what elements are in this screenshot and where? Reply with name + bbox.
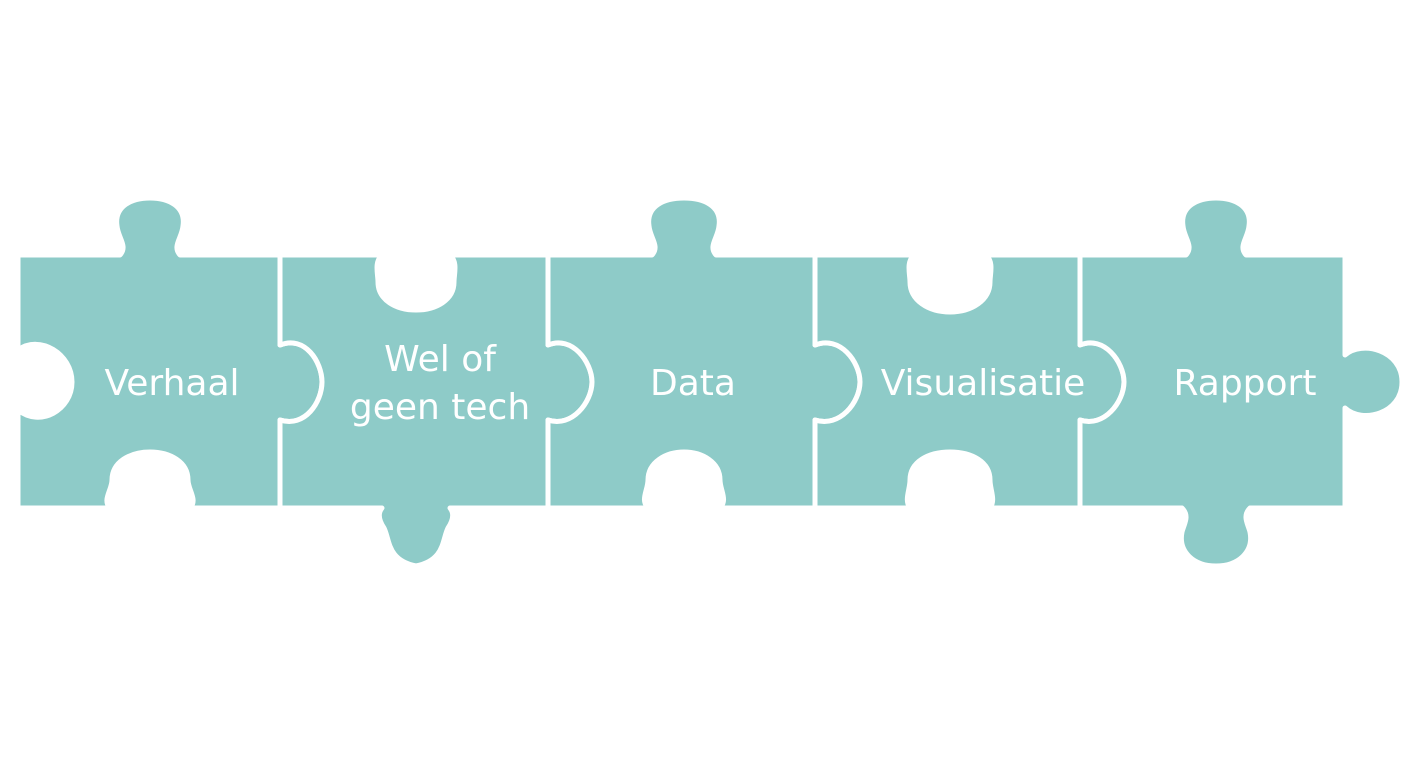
label-rapport: Rapport xyxy=(1174,363,1317,404)
label-visualisatie: Visualisatie xyxy=(881,363,1086,404)
piece-labels: Verhaal Wel of geen tech Data Visualisat… xyxy=(104,339,1316,428)
label-data: Data xyxy=(650,363,736,404)
label-wel-of-geen-tech-line2: geen tech xyxy=(350,387,530,428)
puzzle-piece-verhaal xyxy=(15,195,325,511)
puzzle-piece-rapport xyxy=(1077,195,1405,569)
label-wel-of-geen-tech-line1: Wel of xyxy=(384,339,497,380)
piece-shapes xyxy=(15,195,1405,569)
label-verhaal: Verhaal xyxy=(104,363,239,404)
